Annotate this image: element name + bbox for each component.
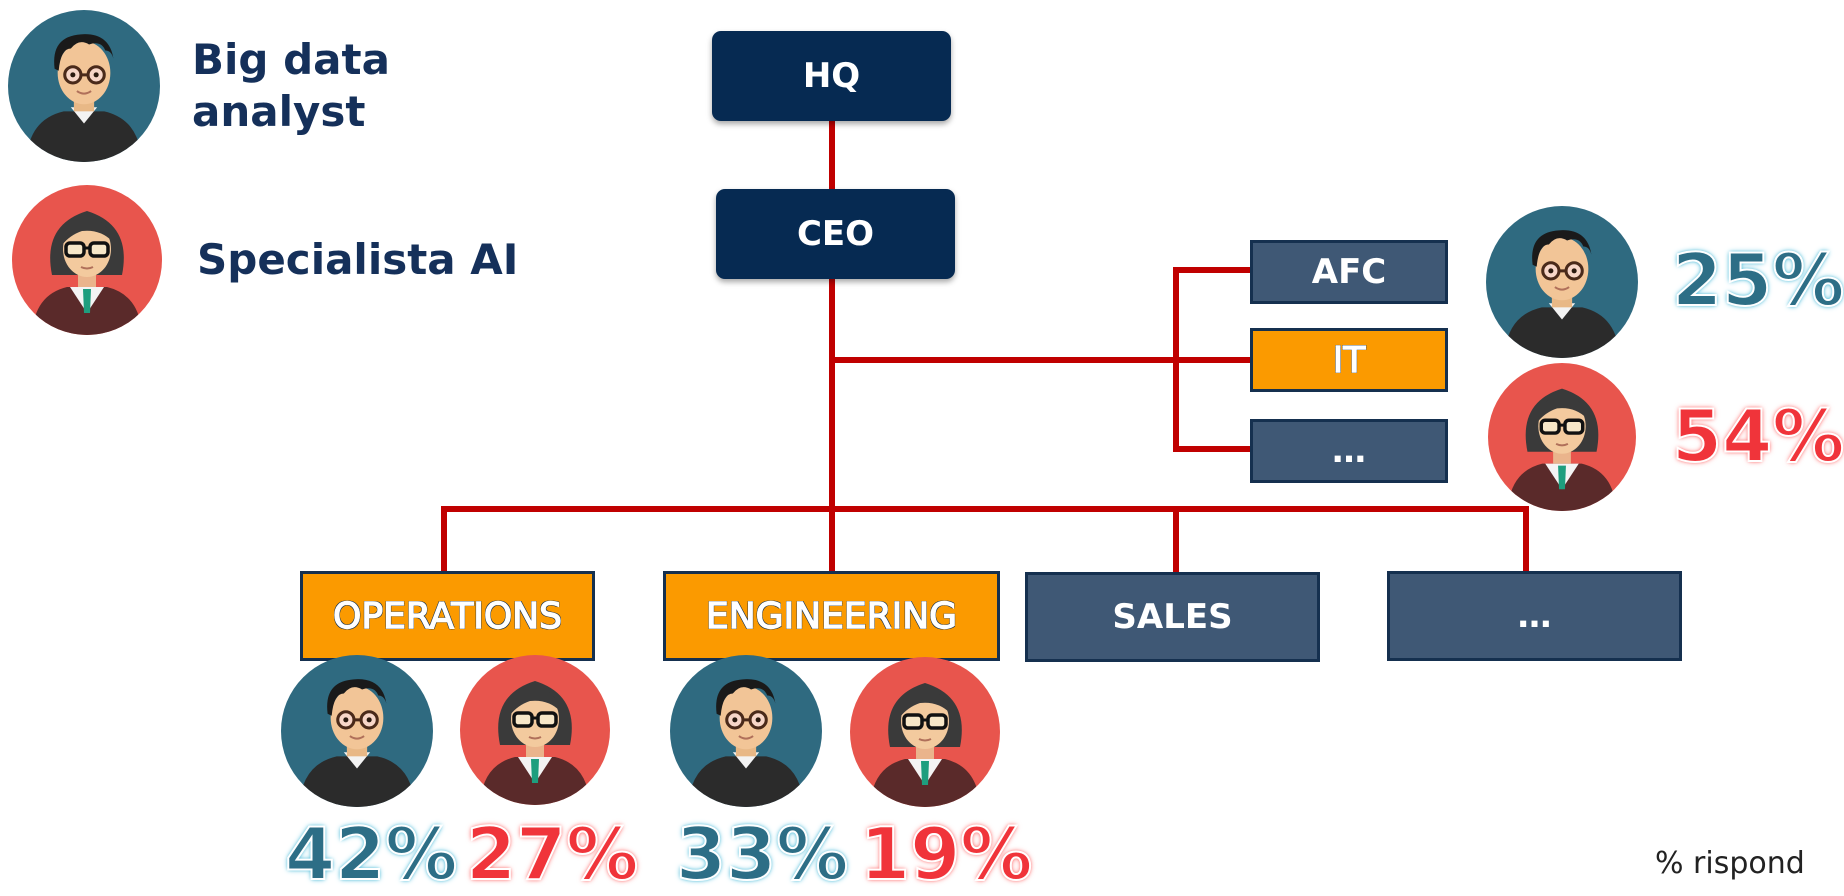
it-analyst-percentage: 25% (1671, 238, 1844, 322)
connector-departments-horizontal (441, 506, 1529, 512)
departments-more-box: … (1387, 571, 1682, 661)
operations-analyst-avatar-icon (281, 655, 433, 807)
connector-dots-staff (1173, 446, 1253, 452)
staff-more-box: … (1250, 419, 1448, 483)
connector-afc (1173, 267, 1253, 273)
engineering-specialist-avatar-icon (850, 657, 1000, 807)
connector-staff-horizontal (829, 357, 1253, 363)
it-box: IT (1250, 328, 1448, 392)
analyst-legend-line1: Big data (192, 35, 390, 84)
operations-specialist-percentage: 27% (465, 812, 639, 896)
afc-box: AFC (1250, 240, 1448, 304)
engineering-analyst-avatar-icon (670, 655, 822, 807)
connector-sales (1173, 506, 1179, 572)
it-specialist-percentage: 54% (1671, 394, 1844, 478)
it-specialist-avatar-icon (1488, 363, 1636, 511)
connector-operations (441, 506, 447, 572)
connector-hq-ceo (829, 118, 835, 190)
analyst-legend-label: Big data analyst (192, 34, 390, 138)
operations-analyst-percentage: 42% (284, 812, 458, 896)
engineering-box: ENGINEERING (663, 571, 1000, 661)
footnote: % rispond (1655, 846, 1805, 881)
connector-staff-vertical (1173, 267, 1179, 452)
operations-box: OPERATIONS (300, 571, 595, 661)
operations-specialist-avatar-icon (460, 655, 610, 805)
analyst-legend-line2: analyst (192, 87, 366, 136)
engineering-specialist-percentage: 19% (859, 812, 1033, 896)
sales-box: SALES (1025, 572, 1320, 662)
connector-ceo-trunk (829, 278, 835, 572)
connector-dots-department (1523, 506, 1529, 572)
ceo-box: CEO (716, 189, 955, 279)
specialist-legend-avatar-icon (12, 185, 162, 335)
engineering-analyst-percentage: 33% (675, 812, 849, 896)
analyst-legend-avatar-icon (8, 10, 160, 162)
specialist-legend-label: Specialista AI (197, 235, 519, 284)
it-analyst-avatar-icon (1486, 206, 1638, 358)
hq-box: HQ (712, 31, 951, 121)
